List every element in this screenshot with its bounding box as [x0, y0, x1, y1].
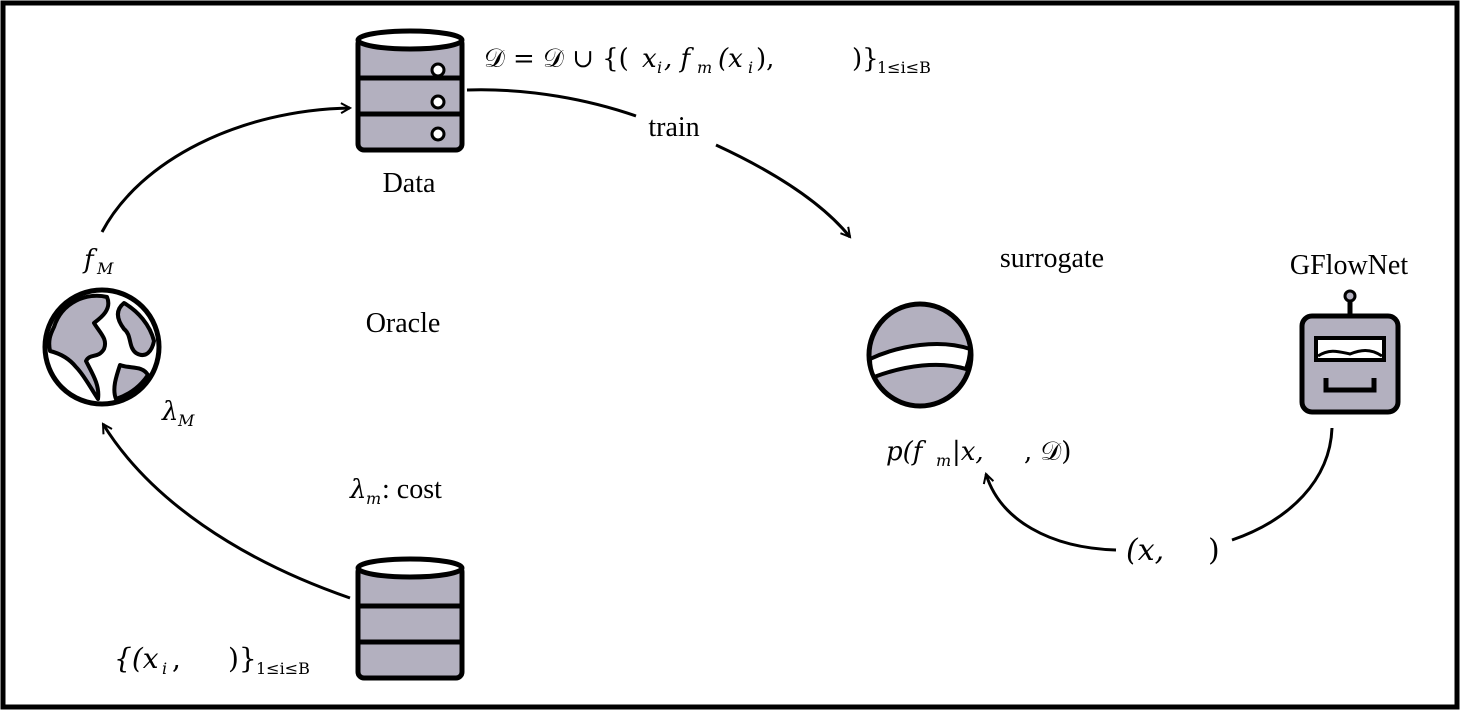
lambda-m-sub: M: [177, 411, 195, 430]
formula-i3: i: [748, 58, 753, 77]
surrogate-prob-formula: p(f m |x, , 𝒟): [886, 437, 1071, 470]
arrow-pair-to-surrogate: [986, 474, 1117, 552]
sample-pair: (x, ): [1126, 533, 1220, 568]
prob-mid: |x,: [952, 437, 984, 467]
f-m-main: f: [82, 245, 98, 275]
formula-i1: i: [657, 58, 662, 77]
arrow-gflownet-to-pair: [1231, 427, 1334, 542]
database-icon: [355, 28, 465, 153]
pair-open: (x,: [1126, 533, 1164, 568]
train-label: train: [648, 112, 699, 143]
database-icon: [355, 556, 465, 681]
lambda-m-main: λ: [161, 397, 178, 427]
data-label: Data: [383, 168, 436, 199]
batch-sub: i: [162, 659, 167, 678]
f-m-label: f M: [82, 245, 114, 278]
pair-close: ): [1208, 533, 1220, 568]
cost-label: λ m : cost: [349, 474, 442, 508]
arrow-oracle-to-data: [100, 108, 350, 233]
formula-range: 1≤i≤B: [877, 58, 931, 77]
surrogate-label: surrogate: [1000, 243, 1104, 274]
formula-end: )}: [852, 44, 879, 74]
arrow-data-to-train-a: [466, 88, 637, 118]
robot-icon: [1299, 289, 1401, 415]
arrow-train-to-surrogate: [715, 143, 850, 237]
oracle-label: Oracle: [366, 308, 441, 339]
cost-lambda: λ: [349, 475, 366, 505]
formula-mi: m: [697, 58, 712, 77]
globe-icon: [42, 287, 162, 407]
formula-prefix: 𝒟 = 𝒟 ∪ {(: [484, 44, 629, 74]
prob-end: , 𝒟): [1024, 437, 1071, 467]
formula-close: ),: [756, 44, 774, 74]
batch-close: )}: [228, 642, 257, 675]
prob-start: p(f: [886, 437, 927, 467]
formula-x1: x: [642, 44, 657, 74]
formula-paren-x: (x: [718, 44, 743, 74]
batch-open: {(x: [114, 642, 159, 675]
batch-range: 1≤i≤B: [256, 659, 310, 678]
cost-text: : cost: [382, 474, 442, 505]
batch-comma: ,: [172, 642, 181, 675]
formula-f: , f: [664, 44, 695, 74]
arrow-batch-to-oracle: [101, 424, 351, 600]
ball-icon: [866, 301, 974, 409]
dataset-update-formula: 𝒟 = 𝒟 ∪ {( x i , f m (x i ), )} 1≤i≤B: [484, 44, 931, 77]
f-m-sub: M: [96, 259, 114, 278]
lambda-m-label: λ M: [161, 397, 195, 430]
cost-lambda-sub: m: [366, 489, 381, 508]
gflownet-label: GFlowNet: [1290, 250, 1408, 281]
prob-sub: m: [936, 451, 951, 470]
batch-formula: {(x i , )} 1≤i≤B: [114, 642, 310, 678]
